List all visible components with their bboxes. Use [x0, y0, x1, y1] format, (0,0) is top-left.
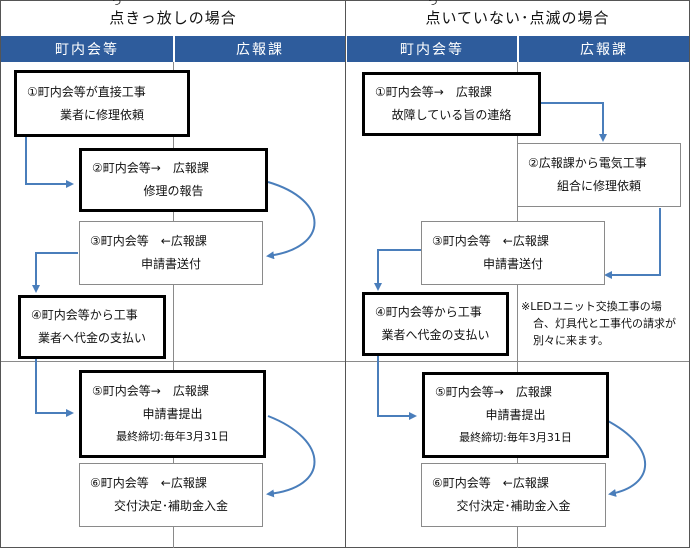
right-step-5-deadline: 最終締切:毎年3月31日 [459, 431, 572, 445]
left-step-3-box: ③町内会等 ←広報課 申請書送付 [79, 221, 263, 285]
right-row-divider [346, 361, 689, 362]
right-step-1-box: ①町内会等→ 広報課 故障している旨の連絡 [362, 72, 541, 136]
left-step-2-line1: ②町内会等→ 広報課 [92, 161, 209, 175]
right-step-4-box: ④町内会等から工事 業者へ代金の支払い [362, 292, 509, 356]
right-title-ruby-reading: つ [428, 0, 439, 8]
right-step-6-line2: 交付決定･補助金入金 [456, 499, 571, 513]
right-col-header-kohoka: 広報課 [519, 36, 689, 62]
right-step-1-line2: 故障している旨の連絡 [391, 108, 512, 122]
left-title-ruby-reading: つ [112, 0, 123, 8]
left-title-ruby: つ 点 [109, 0, 126, 28]
left-step-4-box: ④町内会等から工事 業者へ代金の支払い [18, 295, 166, 359]
right-title-text: いていない･点滅の場合 [441, 8, 610, 27]
right-step-2-line2: 組合に修理依頼 [556, 179, 641, 193]
right-step-3-line1: ③町内会等 ←広報課 [432, 234, 549, 248]
right-title-ruby: つ 点 [425, 0, 442, 28]
left-col-header-kohoka: 広報課 [175, 36, 345, 62]
right-step-5-box: ⑤町内会等→ 広報課 申請書提出 最終締切:毎年3月31日 [422, 372, 609, 458]
right-step-6-line1: ⑥町内会等 ←広報課 [432, 476, 549, 490]
right-step-3-line2: 申請書送付 [482, 257, 543, 271]
left-title-text: きっ放しの場合 [125, 8, 237, 27]
left-arrow-5-6 [266, 415, 316, 498]
left-step-5-deadline: 最終締切:毎年3月31日 [116, 430, 229, 444]
right-panel-title: つ 点 いていない･点滅の場合 [345, 0, 690, 34]
right-arrow-1-2 [541, 102, 607, 142]
right-column-divider [517, 62, 518, 548]
left-step-6-line2: 交付決定･補助金入金 [113, 499, 228, 513]
left-arrow-1-2 [25, 137, 74, 188]
left-step-6-box: ⑥町内会等 ←広報課 交付決定･補助金入金 [79, 463, 263, 527]
right-arrow-3-4 [374, 249, 421, 291]
left-arrow-4-5 [35, 359, 74, 417]
right-step-3-box: ③町内会等 ←広報課 申請書送付 [421, 221, 605, 285]
led-note: ※LEDユニット交換工事の場 合、灯具代と工事代の請求が 別々に来ます。 [521, 298, 687, 349]
left-step-3-line2: 申請書送付 [140, 257, 201, 271]
led-note-line-2: 合、灯具代と工事代の請求が [533, 317, 676, 330]
led-note-line-3: 別々に来ます。 [533, 334, 609, 347]
left-step-6-line1: ⑥町内会等 ←広報課 [90, 476, 207, 490]
left-step-4-line1: ④町内会等から工事 [31, 308, 138, 322]
left-step-3-line1: ③町内会等 ←広報課 [90, 234, 207, 248]
left-panel-title: つ 点 きっ放しの場合 [0, 0, 346, 34]
left-arrow-2-3 [266, 181, 316, 260]
right-arrow-5-6 [605, 419, 646, 497]
left-arrow-3-4 [32, 252, 78, 293]
left-row-divider [1, 361, 345, 362]
right-step-1-line1: ①町内会等→ 広報課 [375, 85, 492, 99]
right-step-5-line2: 申請書提出 [485, 408, 546, 423]
left-step-1-box: ①町内会等が直接工事 業者に修理依頼 [14, 70, 190, 137]
left-col-header-chonaikai: 町内会等 [1, 36, 173, 62]
left-step-4-line2: 業者へ代金の支払い [37, 331, 146, 345]
left-step-1-line2: 業者に修理依頼 [59, 107, 144, 122]
right-step-4-line2: 業者へ代金の支払い [381, 328, 490, 342]
left-step-2-line2: 修理の報告 [143, 184, 204, 198]
left-column-divider [173, 62, 174, 548]
left-step-5-line1: ⑤町内会等→ 広報課 [92, 384, 209, 399]
right-step-2-box: ②広報課から電気工事 組合に修理依頼 [517, 143, 681, 207]
left-step-1-line1: ①町内会等が直接工事 [27, 84, 146, 99]
right-arrow-2-3 [604, 208, 661, 279]
left-step-5-line2: 申請書提出 [142, 407, 203, 422]
right-step-5-line1: ⑤町内会等→ 広報課 [435, 385, 552, 400]
left-step-5-box: ⑤町内会等→ 広報課 申請書提出 最終締切:毎年3月31日 [79, 370, 266, 458]
right-step-4-line1: ④町内会等から工事 [375, 305, 482, 319]
right-step-6-box: ⑥町内会等 ←広報課 交付決定･補助金入金 [421, 463, 606, 527]
right-step-2-line1: ②広報課から電気工事 [528, 156, 647, 170]
left-title-ruby-base: 点 [109, 8, 126, 27]
right-col-header-chonaikai: 町内会等 [347, 36, 517, 62]
led-note-line-1: ※LEDユニット交換工事の場 [521, 300, 662, 313]
right-title-ruby-base: 点 [425, 8, 442, 27]
right-arrow-4-5 [377, 356, 417, 420]
left-step-2-box: ②町内会等→ 広報課 修理の報告 [79, 148, 268, 212]
